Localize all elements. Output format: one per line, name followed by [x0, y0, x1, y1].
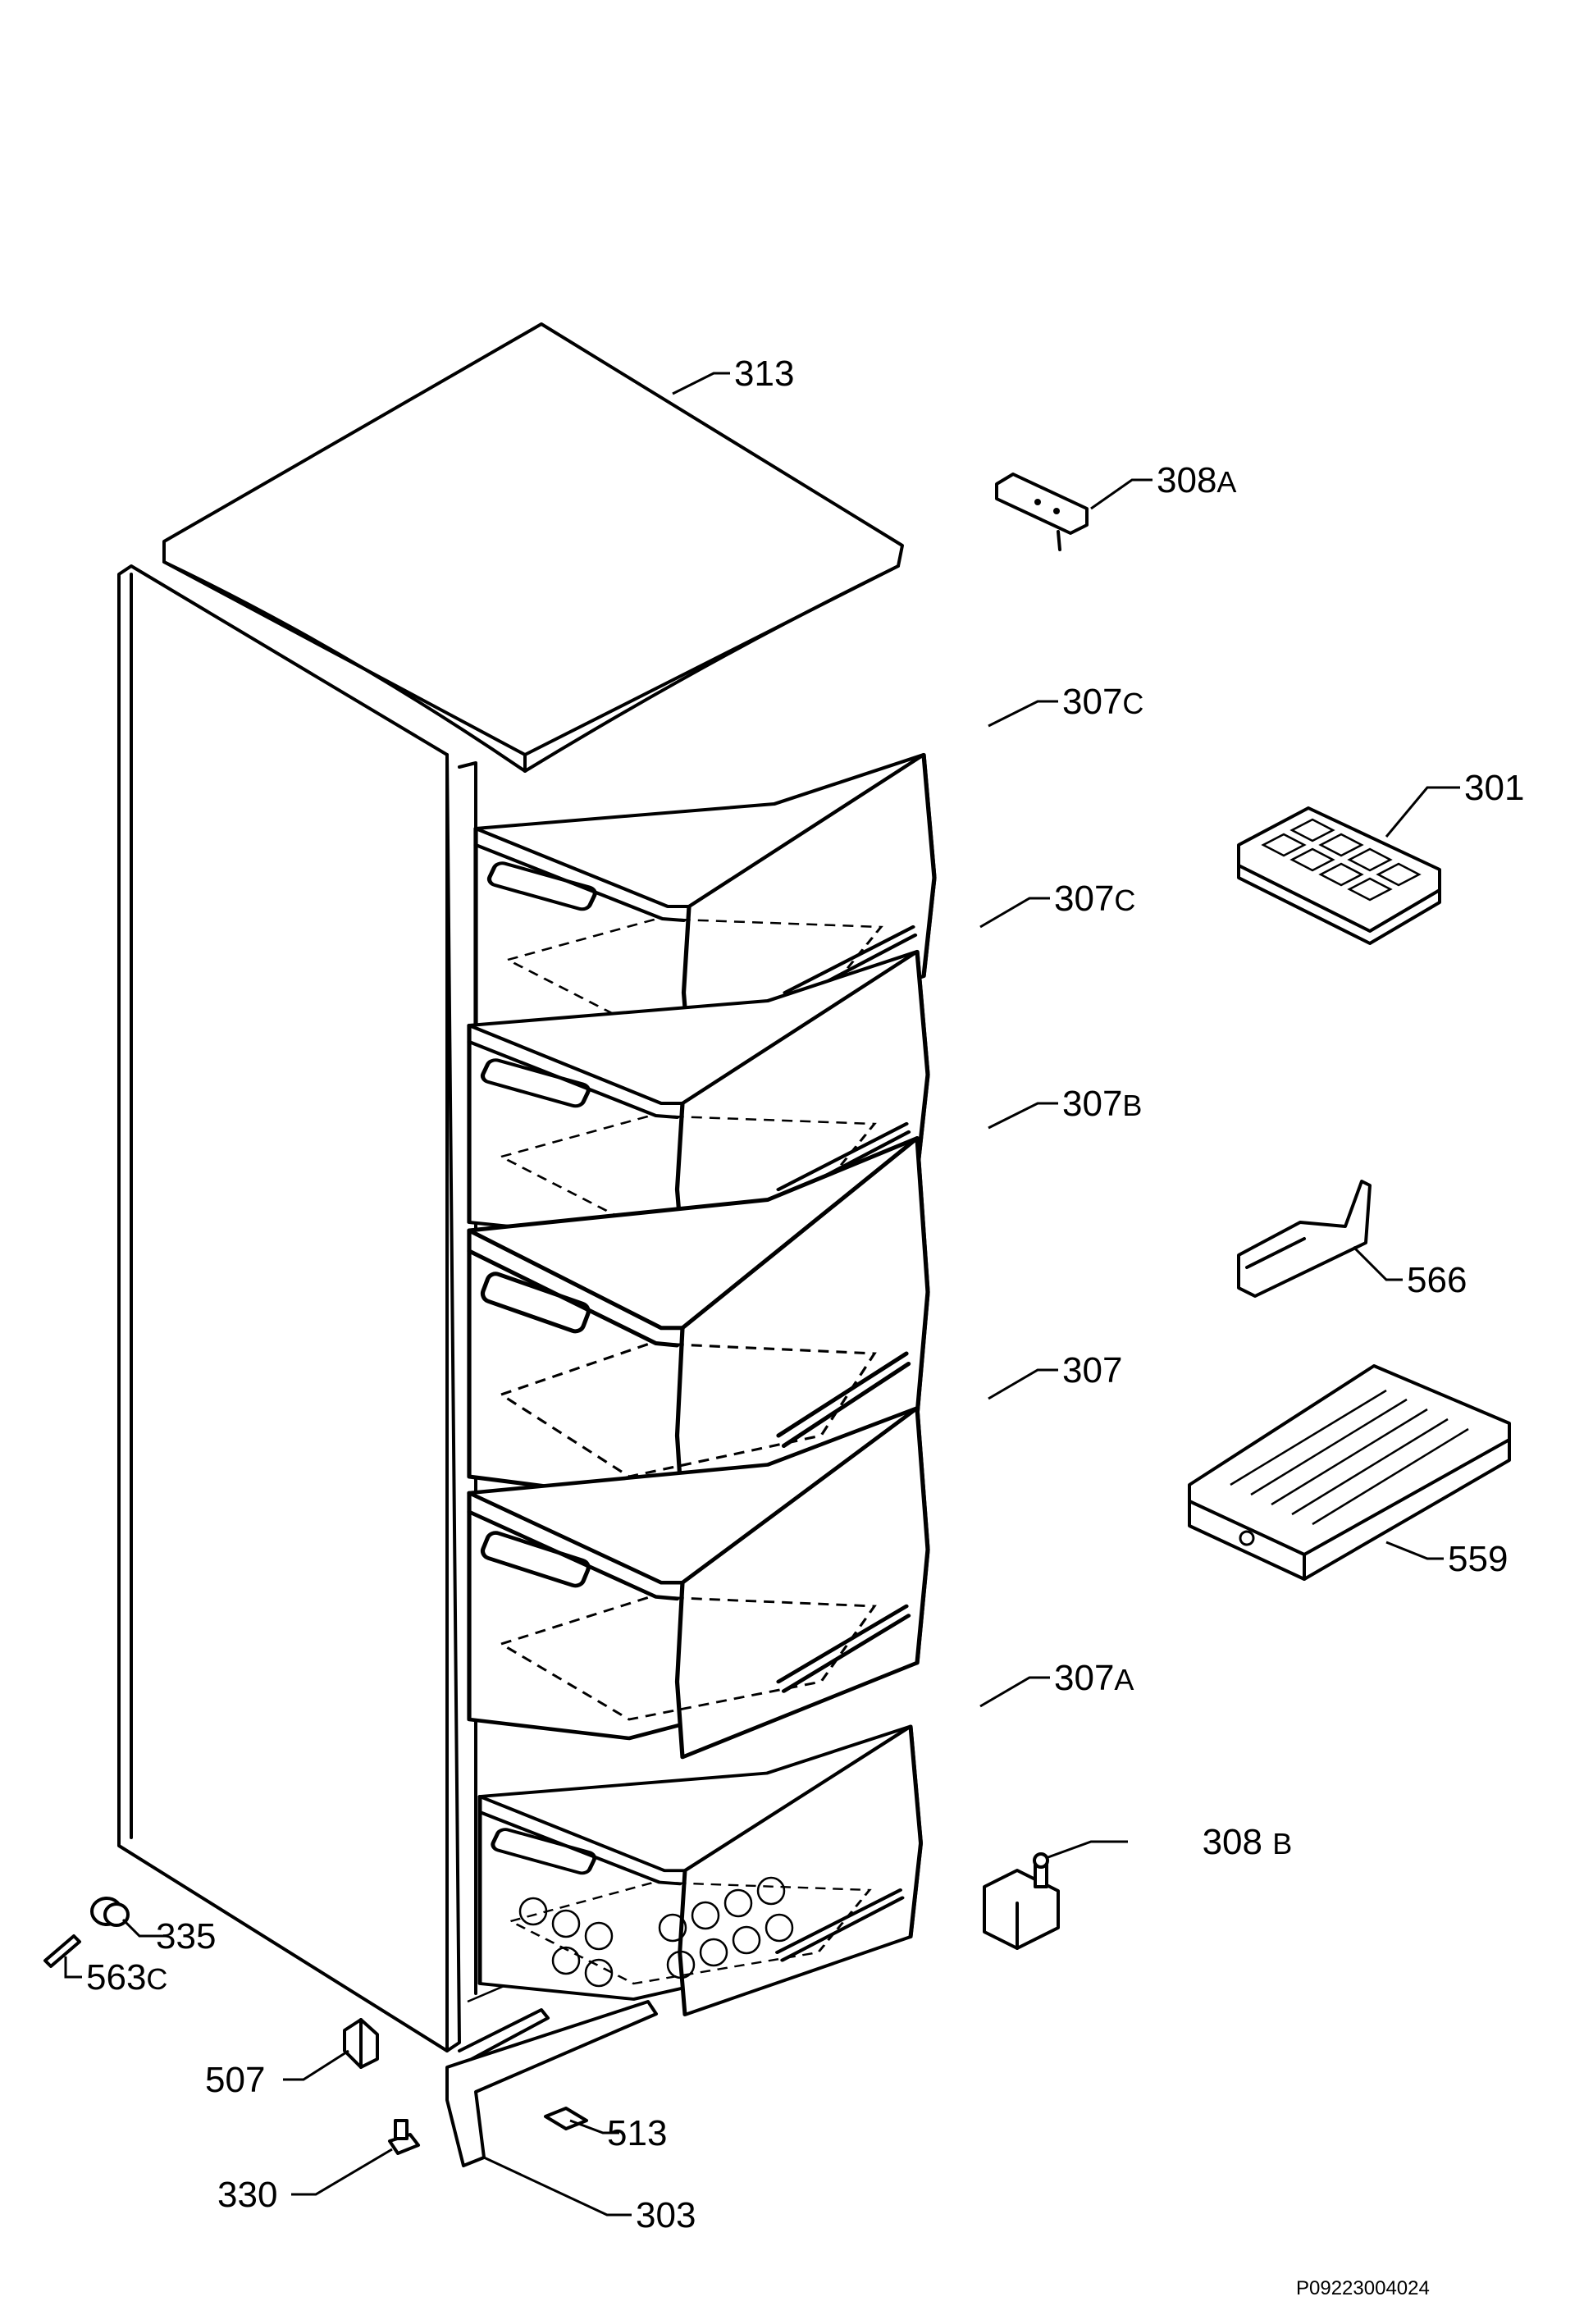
leader-lines [64, 372, 1460, 2217]
label-307b: 307B [1062, 1084, 1142, 1124]
pin-563c [43, 1934, 81, 1968]
reference-code: P09223004024 [1296, 2277, 1430, 2299]
label-308a: 308A [1157, 460, 1236, 500]
top-cover-313 [162, 322, 904, 773]
kick-plate-303 [445, 2000, 658, 2167]
label-335: 335 [156, 1916, 216, 1956]
label-307c-second: 307C [1054, 879, 1135, 919]
label-566: 566 [1407, 1260, 1467, 1300]
label-301: 301 [1464, 768, 1524, 808]
cabinet-body [117, 564, 526, 2052]
hinge-308b [983, 1852, 1060, 1950]
label-303: 303 [636, 2195, 696, 2235]
label-307c-top: 307C [1062, 682, 1143, 722]
label-330: 330 [217, 2175, 277, 2215]
cold-accumulator-559 [1188, 1364, 1511, 1581]
label-308b: 308 B [1132, 1822, 1342, 1862]
label-513: 513 [607, 2113, 667, 2153]
label-313: 313 [734, 354, 794, 394]
ice-tray-301 [1237, 806, 1441, 945]
foot-335 [90, 1897, 130, 1927]
clip-507 [343, 2018, 379, 2069]
drawer-307a [480, 1727, 921, 2016]
screw-330 [388, 2119, 420, 2155]
part-labels: 313 308A 307C 301 307C 307B 566 307 559 … [86, 354, 1524, 2299]
label-307: 307 [1062, 1350, 1122, 1390]
label-563c: 563C [86, 1957, 167, 1998]
label-507: 507 [205, 2060, 265, 2100]
ice-scraper-566 [1237, 1180, 1372, 1298]
hinge-bracket-308a [995, 473, 1089, 551]
label-559: 559 [1448, 1539, 1508, 1579]
label-307a: 307A [1054, 1658, 1134, 1698]
